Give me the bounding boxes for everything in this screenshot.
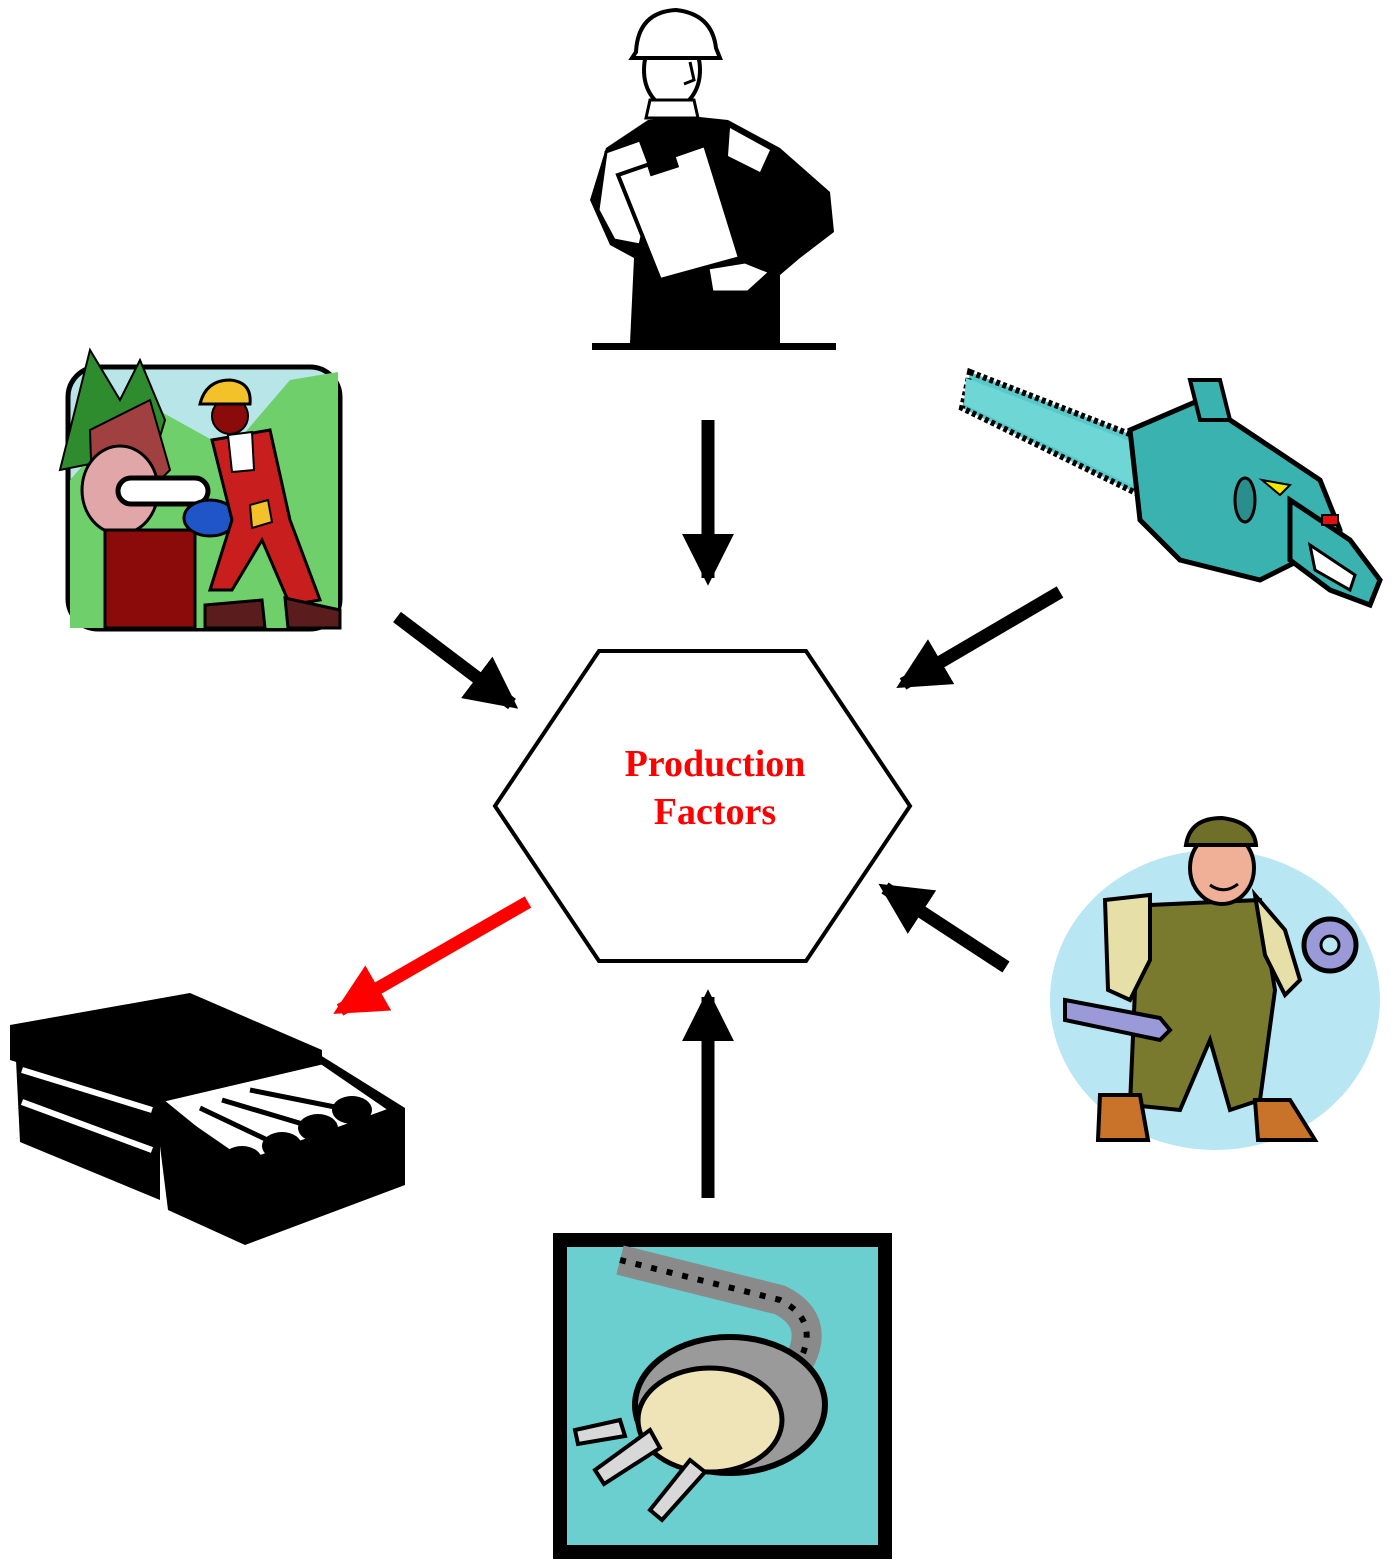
center-label: Production Factors <box>560 740 870 836</box>
manager-with-clipboard-icon <box>590 7 836 350</box>
chainsaw-icon <box>958 367 1383 609</box>
center-label-line1: Production <box>624 743 806 785</box>
center-label-line2: Factors <box>653 791 777 833</box>
arrow-from-mechanic <box>878 882 1010 973</box>
lumberjack-cutting-tree-icon <box>58 347 343 632</box>
matchbox-icon <box>10 993 405 1245</box>
arrow-from-lumberjack <box>393 611 519 710</box>
arrow-to-matchbox <box>333 896 532 1016</box>
arrow-from-chainsaw <box>896 586 1064 690</box>
mechanic-with-wrench-and-gear-icon <box>1050 815 1380 1150</box>
center-hexagon <box>492 649 913 963</box>
electric-plug-icon <box>553 1233 892 1559</box>
